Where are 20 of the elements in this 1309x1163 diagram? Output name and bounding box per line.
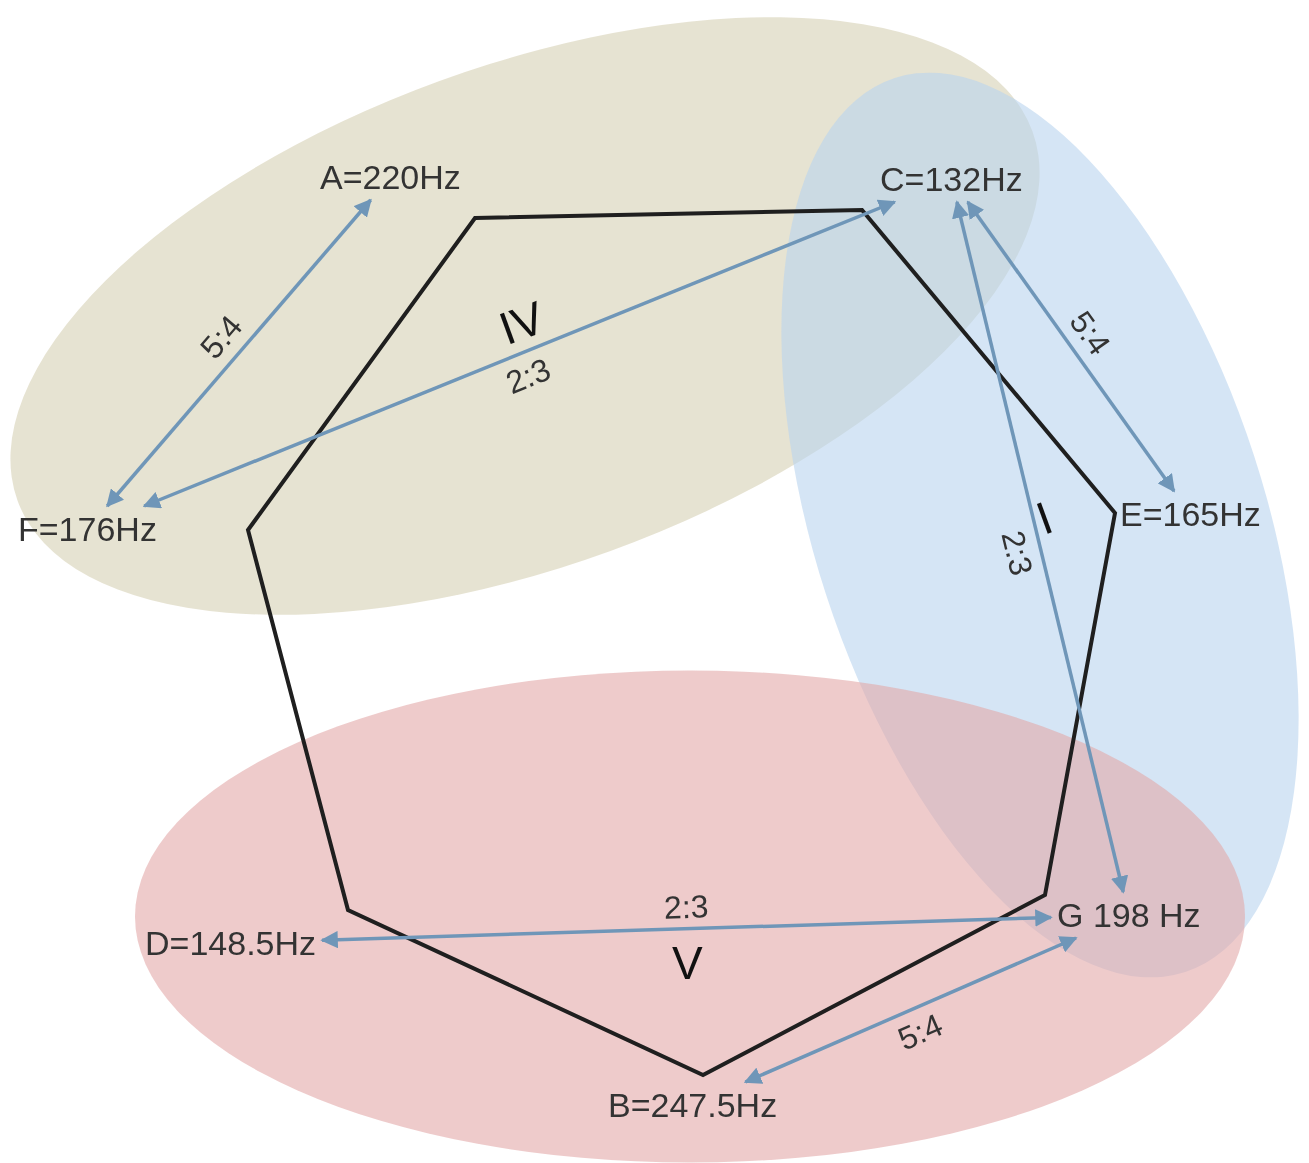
ratio-arrow [320, 909, 1053, 949]
note-label: G 198 Hz [1057, 898, 1201, 932]
note-label: F=176Hz [18, 512, 157, 546]
ratio-arrow [105, 198, 372, 508]
ratio-label: 5:4 [194, 310, 248, 365]
ratio-arrow [966, 200, 1176, 493]
note-label: D=148.5Hz [145, 926, 317, 960]
note-label: A=220Hz [320, 160, 461, 194]
chord-numeral: V [672, 940, 703, 986]
ratio-label: 5:4 [893, 1008, 948, 1056]
ratio-arrow [743, 936, 1078, 1084]
note-label: C=132Hz [880, 162, 1023, 196]
ratio-label: 2:3 [502, 353, 556, 400]
ratio-label: 2:3 [663, 890, 709, 924]
ratio-arrow [952, 200, 1129, 894]
chord-numeral: IV [493, 293, 550, 353]
note-label: E=165Hz [1120, 497, 1261, 531]
ratio-arrow [142, 199, 897, 509]
ratio-label: 5:4 [1064, 305, 1117, 360]
note-label: B=247.5Hz [608, 1088, 778, 1122]
